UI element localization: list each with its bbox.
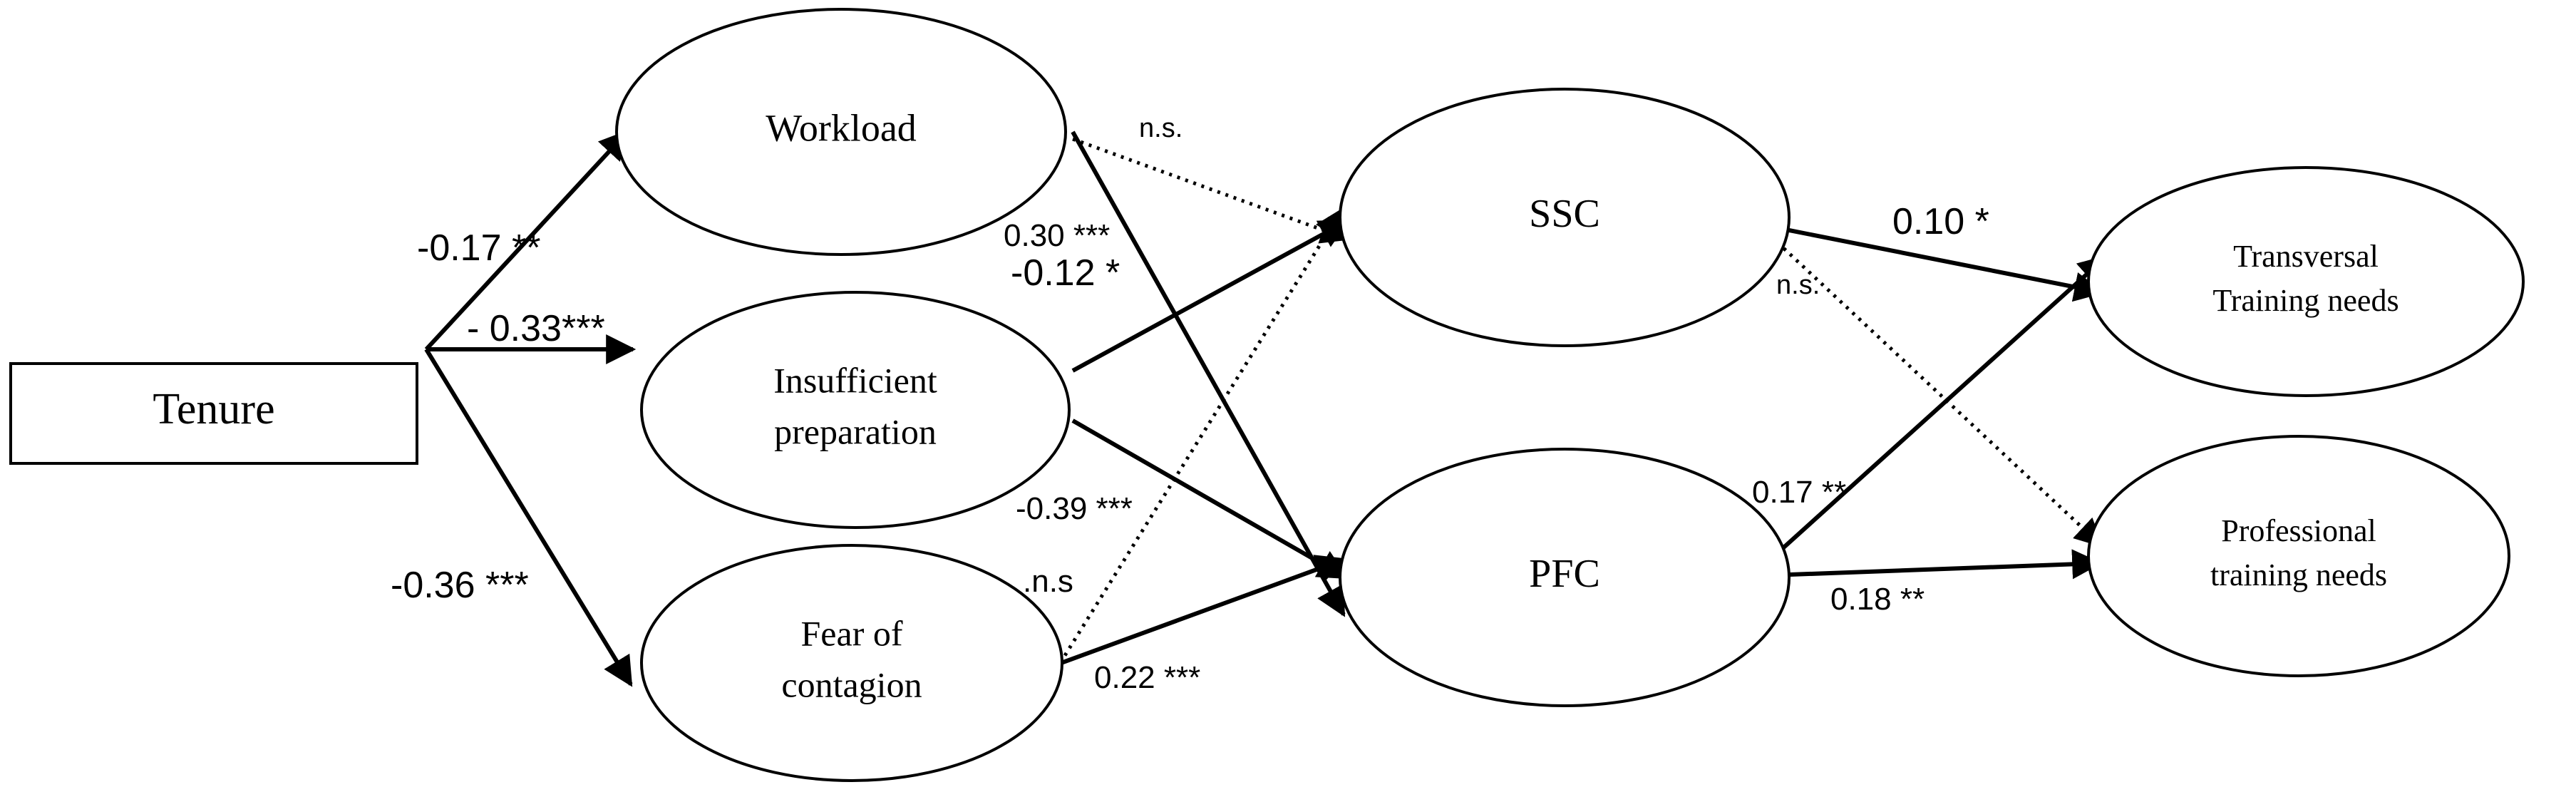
edge-pfc-transversal-training-needs: [1750, 255, 2109, 578]
node-professional-training-needs: Professional training needs: [2087, 435, 2510, 677]
edge-label-tenure-workload: -0.17 **: [417, 227, 540, 269]
edge-pfc-professional-training-needs: [1751, 549, 2103, 580]
edge-workload-ssc: [1072, 137, 1350, 244]
node-ssc: SSC: [1339, 88, 1791, 347]
edge-label-tenure-insufficient-preparation: - 0.33***: [467, 308, 605, 349]
insufficient-preparation-ellipse: [640, 291, 1071, 529]
edge-label-fear-of-contagion-ssc: .n.s: [1023, 564, 1073, 599]
ssc-label-line-1: SSC: [1529, 192, 1600, 236]
workload-ellipse: [615, 8, 1067, 256]
edge-label-fear-of-contagion-pfc: 0.22 ***: [1094, 660, 1200, 695]
edge-label-ssc-professional-training-needs: n.s.: [1776, 270, 1820, 300]
edge-label-workload-pfc: 0.30 ***: [1004, 218, 1110, 253]
transversal-training-needs-ellipse: [2087, 166, 2525, 397]
transversal-training-needs-label-line-1: Transversal: [2233, 239, 2379, 274]
edge-label-ssc-transversal-training-needs: 0.10 *: [1892, 201, 1989, 242]
insufficient-preparation-label-line-2: preparation: [774, 411, 937, 451]
edge-tenure-fear-of-contagion: [424, 348, 633, 687]
edge-label-tenure-fear-of-contagion: -0.36 ***: [391, 565, 529, 606]
node-fear-of-contagion: Fear of contagion: [640, 544, 1063, 782]
edge-ssc-transversal-training-needs: [1771, 225, 2105, 302]
edge-label-workload-ssc: n.s.: [1139, 113, 1183, 143]
edge-tenure-workload: [424, 129, 629, 351]
node-insufficient-preparation: Insufficient preparation: [640, 291, 1071, 529]
tenure-label-line-1: Tenure: [153, 385, 274, 433]
professional-training-needs-ellipse: [2087, 435, 2510, 677]
fear-of-contagion-label-line-2: contagion: [781, 664, 922, 704]
tenure-box: [9, 362, 418, 465]
workload-label-line-1: Workload: [766, 106, 917, 149]
edge-label-insufficient-preparation-ssc: -0.12 *: [1011, 252, 1120, 294]
fear-of-contagion-ellipse: [640, 544, 1063, 782]
pfc-label-line-1: PFC: [1529, 552, 1600, 596]
pfc-ellipse: [1339, 448, 1791, 707]
node-pfc: PFC: [1339, 448, 1791, 707]
edge-workload-pfc: [1071, 130, 1346, 617]
edge-ssc-professional-training-needs: [1770, 235, 2103, 547]
node-tenure: Tenure: [9, 362, 418, 465]
edge-layer: [424, 129, 2109, 687]
edge-fear-of-contagion-pfc: [1050, 555, 1346, 669]
node-workload: Workload: [615, 8, 1067, 256]
edge-insufficient-preparation-ssc: [1071, 219, 1350, 373]
edge-fear-of-contagion-ssc: [1049, 207, 1344, 679]
edge-label-pfc-professional-training-needs: 0.18 **: [1830, 582, 1925, 617]
edge-label-insufficient-preparation-pfc: -0.39 ***: [1016, 491, 1133, 526]
edge-label-pfc-transversal-training-needs: 0.17 **: [1752, 475, 1846, 510]
fear-of-contagion-label-line-1: Fear of: [801, 613, 903, 653]
insufficient-preparation-label-line-1: Insufficient: [773, 360, 937, 400]
transversal-training-needs-label-line-2: Training needs: [2212, 283, 2399, 318]
edge-insufficient-preparation-pfc: [1071, 418, 1349, 580]
professional-training-needs-label-line-2: training needs: [2210, 557, 2387, 592]
ssc-ellipse: [1339, 88, 1791, 347]
edge-label-layer: -0.17 **- 0.33***-0.36 ***n.s.0.30 ***-0…: [391, 113, 1989, 695]
professional-training-needs-label-line-1: Professional: [2221, 513, 2376, 548]
